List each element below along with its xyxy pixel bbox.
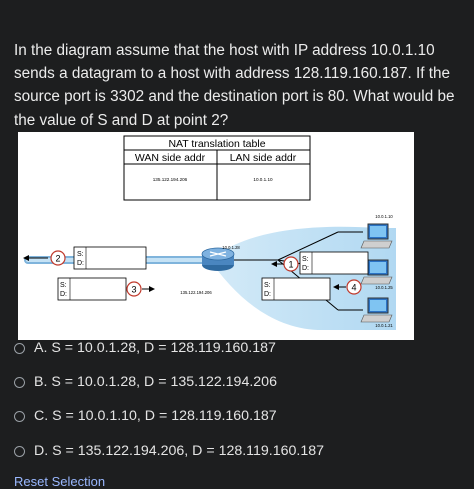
router-wan-ip: 135.122.194.206 [180,290,212,295]
option-c[interactable]: C. S = 10.0.1.10, D = 128.119.160.187 [14,404,277,428]
option-label: D. S = 135.122.194.206, D = 128.119.160.… [34,443,325,459]
option-label: C. S = 10.0.1.10, D = 128.119.160.187 [34,408,277,424]
option-b[interactable]: B. S = 10.0.1.28, D = 135.122.194.206 [14,370,277,394]
host-ip: 10.0.1.21 [375,323,393,328]
option-d[interactable]: D. S = 135.122.194.206, D = 128.119.160.… [14,439,324,463]
svg-text:S:: S: [264,282,271,289]
host-ip: 10.0.1.25 [375,285,393,290]
svg-text:3: 3 [131,285,136,295]
wan-value: 135.122.194.206 [153,177,188,182]
packet-point-4: S: D: 4 [261,277,362,301]
packet-source-label: S: [77,251,84,258]
host-icon [360,223,393,249]
packet-point-3: S: D: 3 [57,277,155,301]
question-text: In the diagram assume that the host with… [14,42,455,129]
host-icon [360,259,393,285]
lan-value: 10.0.1.10 [253,177,273,182]
option-label: B. S = 10.0.1.28, D = 135.122.194.206 [34,374,277,390]
radio-button[interactable] [14,342,25,354]
reset-selection-link[interactable]: Reset Selection [14,474,106,489]
svg-text:4: 4 [351,283,356,293]
svg-text:D:: D: [302,265,309,272]
svg-text:D:: D: [60,291,67,298]
router-lan-ip: 10.0.1.28 [222,245,240,250]
svg-text:1: 1 [288,260,293,270]
nat-diagram: NAT translation table WAN side addr LAN … [18,132,414,340]
radio-button[interactable] [14,376,25,388]
option-label: A. S = 10.0.1.28, D = 128.119.160.187 [34,340,276,356]
wan-header: WAN side addr [135,152,206,164]
packet-point-1: 1 S: D: [271,251,369,275]
packet-dest-label: D: [77,260,84,267]
svg-text:S:: S: [302,256,309,263]
host-icon [360,297,393,323]
packet-point-2: 2 S: D: [23,246,147,270]
option-a[interactable]: A. S = 10.0.1.28, D = 128.119.160.187 [14,336,276,360]
point-label: 2 [55,254,60,264]
lan-header: LAN side addr [230,152,297,164]
radio-button[interactable] [14,410,25,422]
radio-button[interactable] [14,445,25,457]
host-ip: 10.0.1.10 [375,214,393,219]
nat-table-title: NAT translation table [168,138,265,150]
svg-text:D:: D: [264,291,271,298]
router-icon [201,247,235,271]
svg-text:S:: S: [60,282,67,289]
nat-table: NAT translation table WAN side addr LAN … [123,135,311,201]
